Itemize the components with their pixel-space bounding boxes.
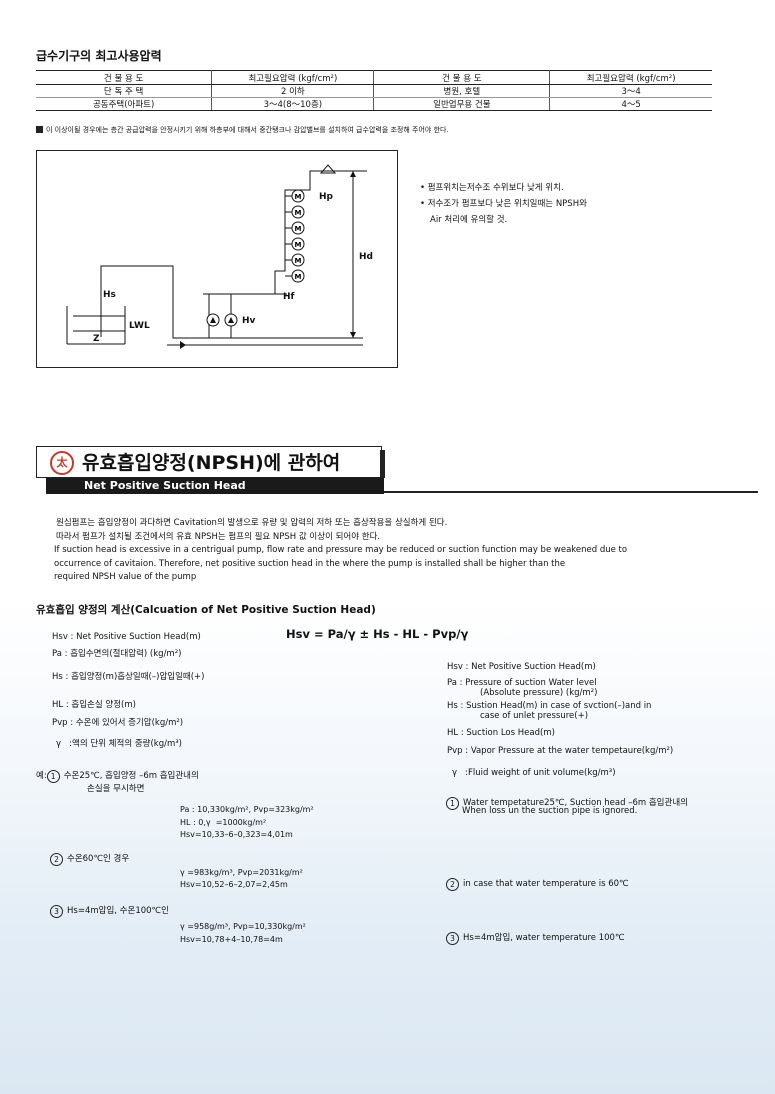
calc-line: Hsv=10,33–6–0,323=4,01m [180, 830, 293, 839]
example-2-en: 2 in case that water temperature is 60℃ [446, 878, 629, 891]
table-cell: 병원, 호텔 [373, 84, 551, 98]
divider-line [384, 491, 758, 493]
circled-number-3: 3 [446, 932, 459, 945]
intro-line: 원심펌프는 흡입양정이 과다하면 Cavitation의 발생으로 유량 및 압… [56, 518, 448, 528]
example-2-kr: 2 수온60℃인 경우 [50, 852, 129, 866]
kr-def: HL : 흡입손실 양정(m) [52, 700, 136, 710]
table-cell: 단 독 주 택 [36, 84, 213, 98]
pump-diagram: M M M M M M Hp Hd Hf Hs Hv LWL Z [36, 150, 398, 368]
calc-line: Hsv=10,52–6–2,07=2,45m [180, 880, 288, 889]
example-text: When loss un the suction pipe is ignored… [462, 806, 638, 816]
example-text: 수온60℃인 경우 [67, 854, 130, 864]
calc-line: Hsv=10,78+4–10,78=4m [180, 935, 283, 944]
table-header: 최고필요압력 (kgf/cm²) [211, 70, 375, 85]
table-cell: 3～4 [549, 84, 712, 98]
example-text: 수온25℃, 흡입양정 –6m 흡입관내의 [63, 771, 199, 781]
kr-def: Pa : 흡입수면의(절대압력) (kg/m²) [52, 649, 182, 659]
intro-line: occurrence of cavitaion. Therefore, net … [54, 558, 566, 569]
circled-number-1: 1 [46, 770, 60, 783]
label-hd: Hd [359, 252, 373, 262]
npsh-subtitle: Net Positive Suction Head [46, 478, 384, 494]
table-row: 단 독 주 택 2 이하 병원, 호텔 3～4 [36, 84, 712, 98]
motor-label: M [295, 273, 302, 281]
motor-label: M [295, 193, 302, 201]
label-hv: Hv [242, 316, 256, 326]
table-header: 건 물 용 도 [373, 70, 551, 85]
en-def: Pvp : Vapor Pressure at the water tempet… [447, 746, 674, 756]
example-text: in case that water temperature is 60℃ [463, 879, 629, 889]
calc-line: Pa : 10,330kg/m², Pvp=323kg/m² [180, 805, 314, 814]
calc-line: γ =983kg/m³, Pvp=2031kg/m² [180, 868, 303, 877]
table-header: 최고필요압력 (kgf/cm²) [549, 70, 712, 85]
circled-number-2: 2 [446, 878, 459, 891]
banner-shadow [380, 450, 385, 478]
table-note: 이 이상이될 경우에는 층간 공급압력을 안정시키기 위해 하층부에 대해서 중… [36, 125, 449, 135]
calc-line: γ =958g/m³, Pvp=10,330kg/m² [180, 922, 306, 931]
en-def: Hsv : Net Positive Suction Head(m) [447, 662, 596, 672]
table-cell: 4～5 [549, 97, 712, 111]
table-note-text: 이 이상이될 경우에는 층간 공급압력을 안정시키기 위해 하층부에 대해서 중… [46, 126, 449, 134]
diagram-bullets: • 펌프위치는저수조 수위보다 낮게 위치. • 저수조가 펌프보다 낮은 위치… [420, 180, 587, 228]
en-def: case of unlet pressure(+) [480, 711, 589, 721]
calc-line: HL : 0,γ =1000kg/m² [180, 818, 267, 827]
intro-line: 따라서 펌프가 설치될 조건에서의 유효 NPSH는 펌프의 필요 NPSH 값… [56, 531, 381, 542]
section-title-supply-pressure: 급수기구의 최고사용압력 [36, 49, 162, 63]
table-header: 건 물 용 도 [36, 70, 213, 85]
motor-label: M [295, 209, 302, 217]
label-hs: Hs [103, 290, 116, 300]
bullet-line: • 저수조가 펌프보다 낮은 위치일때는 NPSH와 [420, 199, 587, 209]
example-3-kr: 3 Hs=4m압입, 수온100℃인 [50, 904, 169, 918]
npsh-title: 유효흡입양정(NPSH)에 관하여 [82, 452, 341, 474]
en-def: Hs : Sustion Head(m) in case of svction(… [447, 701, 652, 711]
en-def: HL : Suction Los Head(m) [447, 728, 555, 738]
table-cell: 공동주택(아파트) [36, 97, 213, 111]
bullet-line: Air 처리에 유의할 것. [430, 215, 508, 225]
circled-number-1: 1 [446, 797, 459, 810]
en-def: (Absolute pressure) (kg/m²) [480, 688, 598, 698]
label-hf: Hf [283, 292, 295, 302]
motor-label: M [295, 241, 302, 249]
calc-title: 유효흡입 양정의 계산(Calcuation of Net Positive S… [36, 604, 376, 616]
kr-def: Pvp : 수온에 있어서 증기압(kg/m²) [52, 718, 184, 728]
example-1-en: 1 Water tempetature25℃, Suction head –6m … [446, 796, 688, 810]
square-bullet-icon [36, 126, 43, 133]
table-cell: 2 이하 [211, 84, 375, 98]
label-hp: Hp [319, 192, 334, 202]
kr-def: Hs : 흡입양정(m)흡상일때(–)압입일때(+) [52, 672, 205, 682]
table-header-row: 건 물 용 도 최고필요압력 (kgf/cm²) 건 물 용 도 최고필요압력 … [36, 70, 712, 85]
npsh-banner [36, 446, 382, 478]
pressure-table: 건 물 용 도 최고필요압력 (kgf/cm²) 건 물 용 도 최고필요압력 … [36, 70, 712, 111]
en-def: γ :Fluid weight of unit volume(kg/m³) [452, 768, 616, 778]
circled-number-3: 3 [50, 905, 63, 918]
example-text: Water tempetature25℃, Suction head –6m 흡… [463, 798, 688, 808]
kr-def: γ :액의 단위 체적의 중량(kg/m³) [56, 739, 182, 749]
label-z: Z [93, 334, 100, 344]
example-prefix: 예: [36, 771, 47, 781]
en-def: Pa : Pressure of suction Water level [447, 678, 597, 688]
intro-line: If suction head is excessive in a centri… [54, 545, 628, 556]
pump-schematic: M M M M M M Hp Hd Hf Hs Hv LWL Z [66, 164, 373, 349]
motor-label: M [295, 225, 302, 233]
brand-logo-icon: 太 [50, 451, 74, 475]
table-cell: 일반업무용 건물 [373, 97, 551, 111]
npsh-formula: Hsv = Pa/γ ± Hs - HL - Pvp/γ [286, 627, 469, 641]
motor-label: M [295, 257, 302, 265]
example-text: 손실을 무시하면 [87, 784, 145, 794]
table-cell: 3～4(8～10층) [211, 97, 375, 111]
circled-number-2: 2 [50, 853, 63, 866]
table-row: 공동주택(아파트) 3～4(8～10층) 일반업무용 건물 4～5 [36, 97, 712, 111]
label-lwl: LWL [129, 321, 150, 331]
intro-line: required NPSH value of the pump [54, 572, 197, 583]
kr-def: Hsv : Net Positive Suction Head(m) [52, 632, 201, 642]
example-text: Hs=4m압입, 수온100℃인 [67, 906, 169, 916]
bullet-line: • 펌프위치는저수조 수위보다 낮게 위치. [420, 183, 564, 193]
npsh-intro: 원심펌프는 흡입양정이 과다하면 Cavitation의 발생으로 유량 및 압… [54, 517, 736, 585]
example-3-en: 3 Hs=4m압입, water temperature 100℃ [446, 931, 625, 945]
example-text: Hs=4m압입, water temperature 100℃ [463, 933, 625, 943]
